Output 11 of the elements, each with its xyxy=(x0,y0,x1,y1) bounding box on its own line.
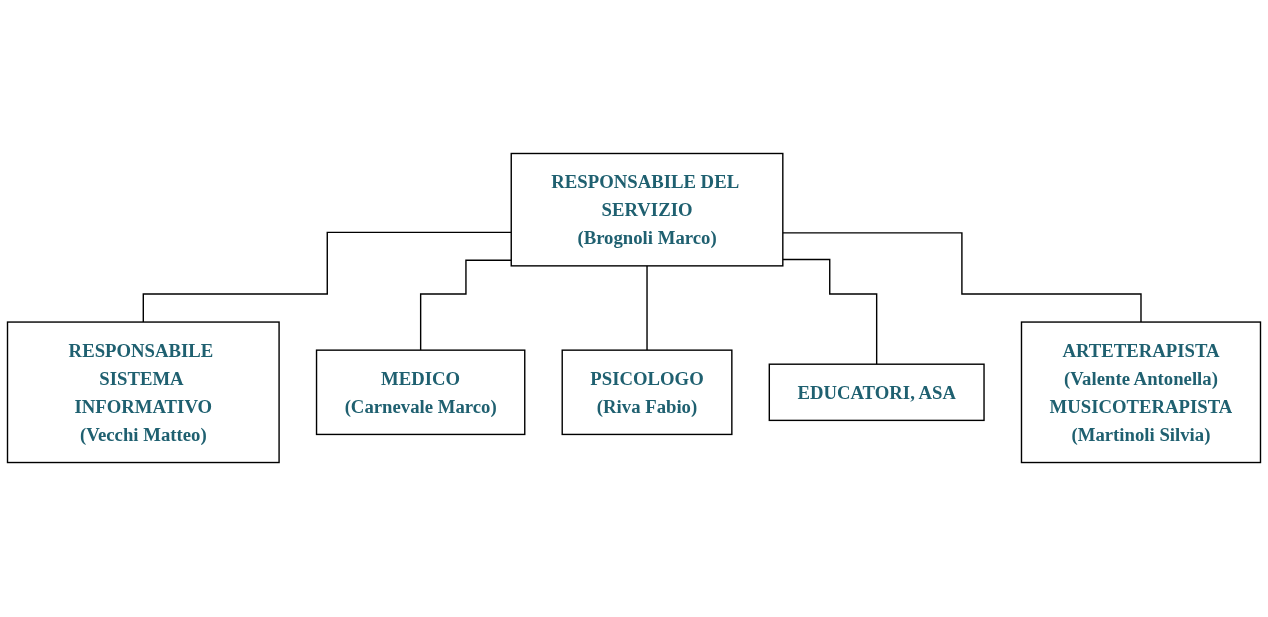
node-box: EDUCATORI, ASA xyxy=(768,364,985,422)
node-box: RESPONSABILE SISTEMA INFORMATIVO (Vecchi Matteo) xyxy=(6,321,280,464)
connector xyxy=(782,259,878,366)
node-box: RESPONSABILE DEL SERVIZIO (Brognoli Marco) xyxy=(510,153,784,268)
connector xyxy=(419,260,512,352)
connector xyxy=(646,265,648,352)
connector xyxy=(782,232,1142,324)
node-box: ARTETERAPISTA (Valente Antonella) MUSICOTERAPISTA (Martinoli Silvia) xyxy=(1020,321,1262,464)
node-box: MEDICO (Carnevale Marco) xyxy=(315,349,526,436)
node-box: PSICOLOGO (Riva Fabio) xyxy=(561,349,733,436)
connector xyxy=(142,232,512,324)
